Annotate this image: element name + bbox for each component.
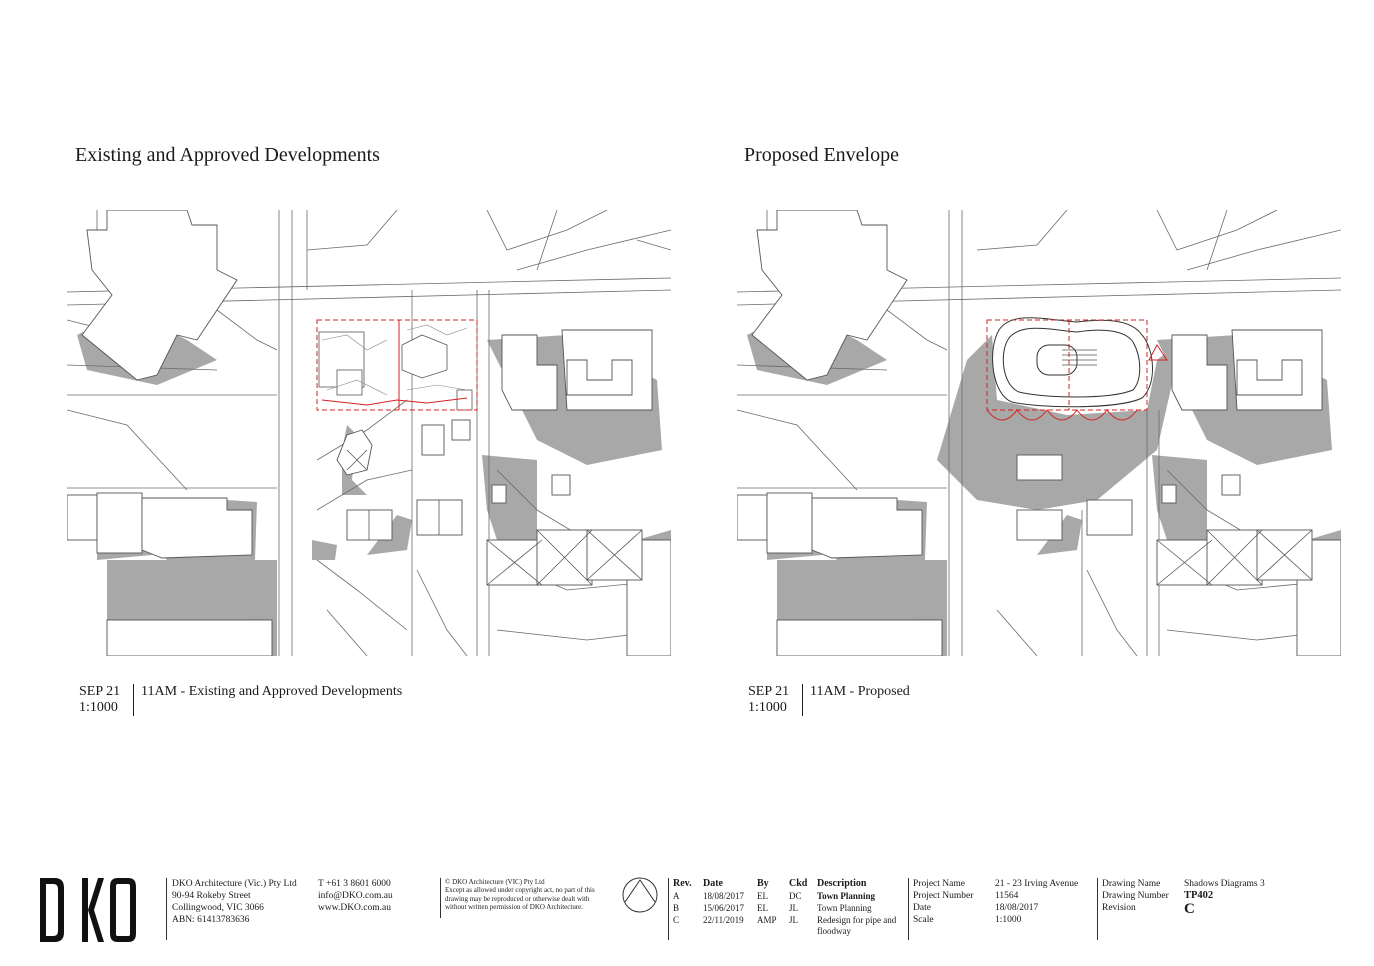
north-arrow-icon xyxy=(621,876,659,919)
firm-web: www.DKO.com.au xyxy=(318,903,391,913)
revision-row: B 15/06/2017 EL JL Town Planning xyxy=(673,903,913,915)
existing-shadow-diagram xyxy=(67,210,671,656)
drawing-name-label: Drawing Name xyxy=(1102,879,1161,889)
site-contours xyxy=(321,324,468,396)
date-cell: 15/06/2017 xyxy=(703,903,745,913)
by-cell: AMP xyxy=(757,915,777,925)
project-date-label: Date xyxy=(913,903,931,913)
ckd-cell: JL xyxy=(789,915,798,925)
project-name-value: 21 - 23 Irving Avenue xyxy=(995,879,1079,889)
revision-table: Rev. Date By Ckd Description A 18/08/201… xyxy=(668,878,913,940)
building-roof-lines xyxy=(1156,529,1313,586)
project-name-label: Project Name xyxy=(913,879,965,889)
copyright-line1: © DKO Architecture (VIC) Pty Ltd xyxy=(445,878,545,886)
building-roof-lines xyxy=(346,449,643,586)
revision-row: A 18/08/2017 EL DC Town Planning xyxy=(673,891,913,903)
drawing-revision-value: C xyxy=(1184,901,1195,917)
drawing-revision-label: Revision xyxy=(1102,903,1136,913)
project-scale-label: Scale xyxy=(913,915,934,925)
drawing-number-label: Drawing Number xyxy=(1102,891,1169,901)
rev-cell: A xyxy=(673,891,680,901)
firm-phone: T +61 3 8601 6000 xyxy=(318,879,391,889)
ckd-header: Ckd xyxy=(789,878,808,889)
right-panel-title: Proposed Envelope xyxy=(744,144,899,166)
left-caption-scale: 1:1000 xyxy=(79,700,118,715)
right-caption-divider xyxy=(802,684,803,716)
left-caption-divider xyxy=(133,684,134,716)
revision-header-row: Rev. Date By Ckd Description xyxy=(673,878,913,891)
copyright-line2: Except as allowed under copyright act, n… xyxy=(445,886,595,912)
project-number-value: 11564 xyxy=(995,891,1019,901)
site-houses xyxy=(318,331,473,411)
firm-name: DKO Architecture (Vic.) Pty Ltd xyxy=(172,879,297,889)
firm-contact: T +61 3 8601 6000 info@DKO.com.au www.DK… xyxy=(318,878,393,914)
drawing-details: Drawing Name Shadows Diagrams 3 Drawing … xyxy=(1097,878,1284,940)
site-boundary xyxy=(316,319,478,411)
project-details: Project Name 21 - 23 Irving Avenue Proje… xyxy=(908,878,1095,940)
proposed-envelope xyxy=(992,317,1153,408)
dko-logo-mark xyxy=(40,878,136,942)
by-cell: EL xyxy=(757,903,768,913)
right-caption-desc: 11AM - Proposed xyxy=(810,684,910,699)
firm-street: 90-94 Rokeby Street xyxy=(172,891,251,901)
rev-cell: C xyxy=(673,915,680,925)
rev-cell: B xyxy=(673,903,680,913)
dko-logo xyxy=(38,874,138,946)
left-panel-title: Existing and Approved Developments xyxy=(75,144,380,166)
by-cell: EL xyxy=(757,891,768,901)
revision-row: C 22/11/2019 AMP JL Redesign for pipe an… xyxy=(673,915,913,938)
copyright-notice: © DKO Architecture (VIC) Pty Ltd Except … xyxy=(440,878,610,918)
firm-abn: ABN: 61413783636 xyxy=(172,915,250,925)
date-cell: 22/11/2019 xyxy=(703,915,744,925)
description-cell: Town Planning xyxy=(817,903,872,913)
rev-header: Rev. xyxy=(673,878,692,889)
right-caption-scale: 1:1000 xyxy=(748,700,787,715)
description-cell: Redesign for pipe and floodway xyxy=(817,915,897,936)
left-caption-date: SEP 21 xyxy=(79,684,121,699)
description-header: Description xyxy=(817,878,867,889)
proposed-shadow-diagram xyxy=(737,210,1341,656)
date-header: Date xyxy=(703,878,723,889)
ckd-cell: JL xyxy=(789,903,798,913)
firm-city: Collingwood, VIC 3066 xyxy=(172,903,264,913)
project-date-value: 18/08/2017 xyxy=(995,903,1039,913)
project-scale-value: 1:1000 xyxy=(995,915,1022,925)
left-caption-desc: 11AM - Existing and Approved Development… xyxy=(141,684,403,699)
by-header: By xyxy=(757,878,769,889)
site-boundary xyxy=(986,319,1168,421)
firm-email: info@DKO.com.au xyxy=(318,891,393,901)
drawing-name-value: Shadows Diagrams 3 xyxy=(1184,879,1265,889)
right-caption-date: SEP 21 xyxy=(748,684,790,699)
date-cell: 18/08/2017 xyxy=(703,891,745,901)
project-number-label: Project Number xyxy=(913,891,974,901)
firm-details: DKO Architecture (Vic.) Pty Ltd 90-94 Ro… xyxy=(166,878,297,940)
ckd-cell: DC xyxy=(789,891,802,901)
drawing-number-value: TP402 xyxy=(1184,890,1214,901)
description-cell: Town Planning xyxy=(817,891,875,901)
